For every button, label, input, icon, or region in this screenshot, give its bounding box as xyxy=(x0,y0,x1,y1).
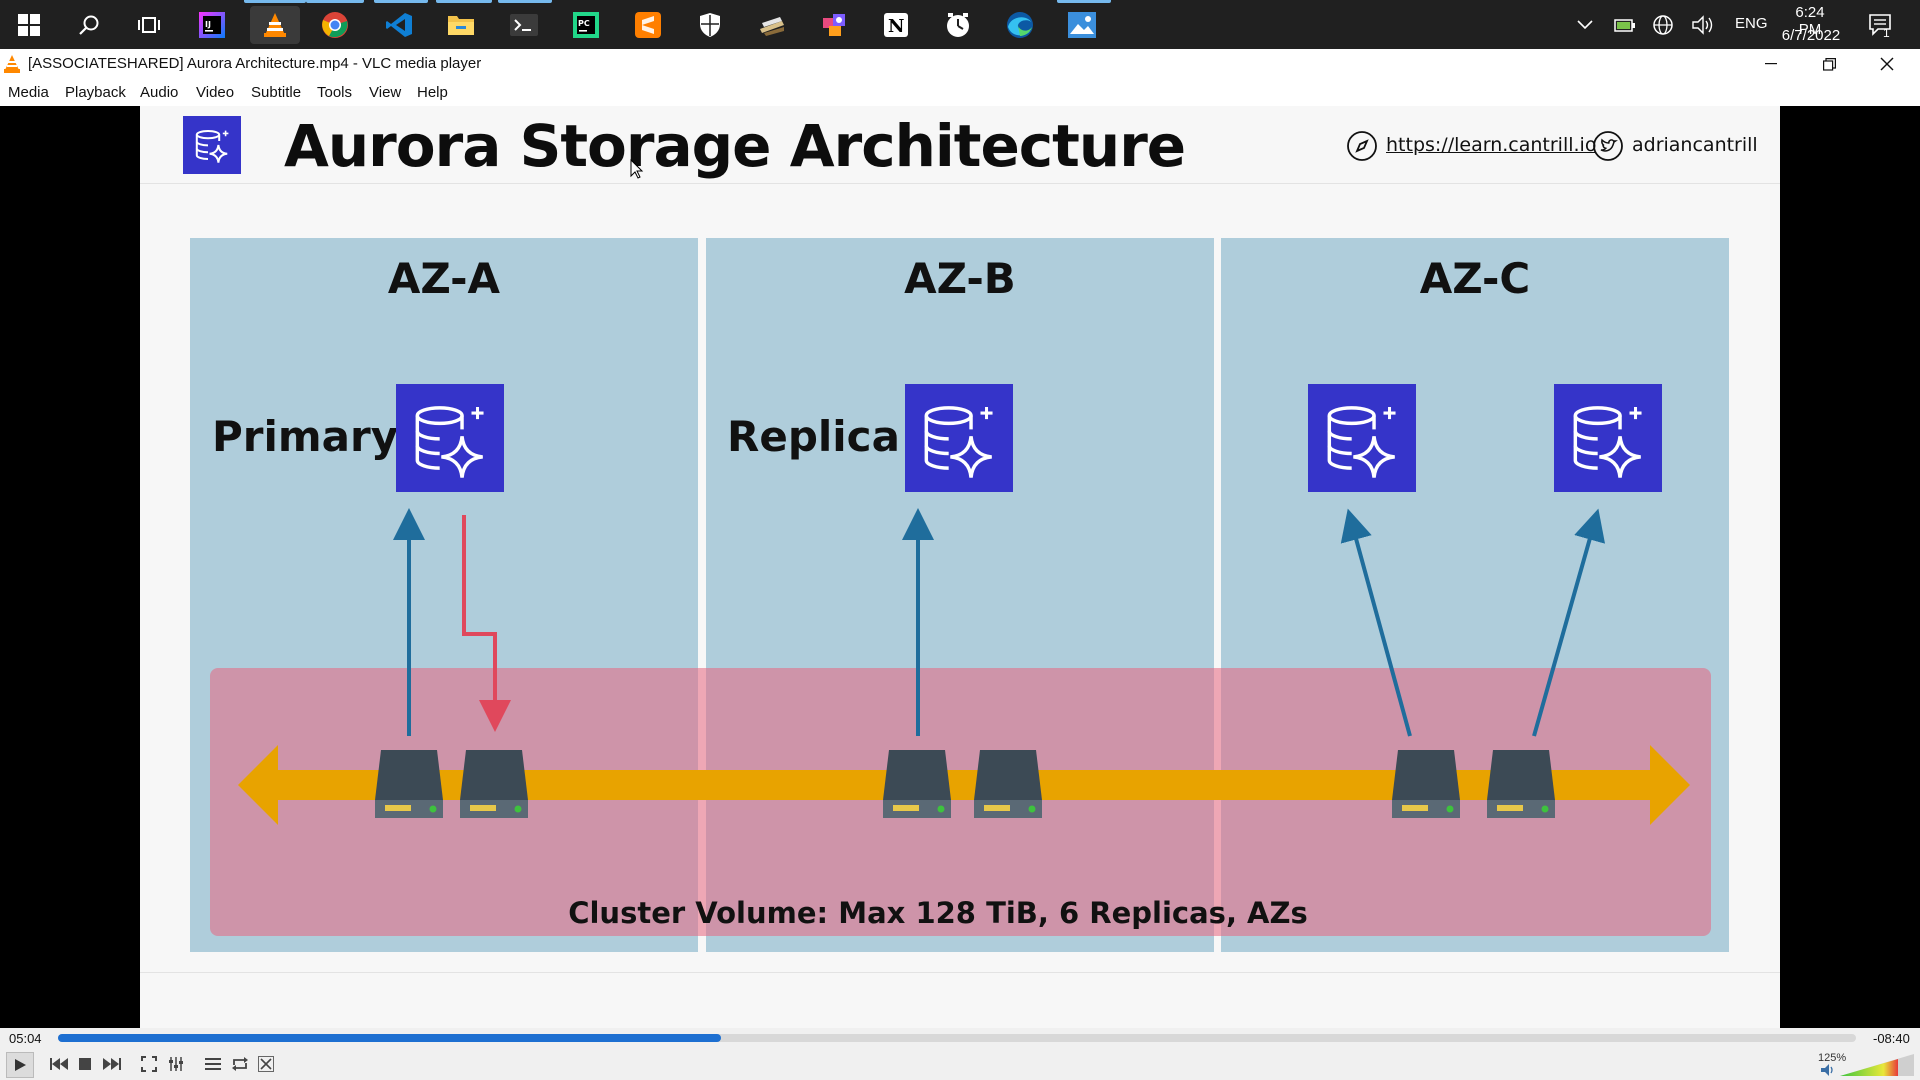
windows-start-icon[interactable] xyxy=(10,6,48,44)
svg-text:PC: PC xyxy=(578,19,590,28)
task-view-icon[interactable] xyxy=(130,6,168,44)
language-indicator[interactable]: ENG xyxy=(1735,15,1768,32)
edge-icon[interactable] xyxy=(1001,6,1039,44)
aurora-logo-icon xyxy=(183,116,241,174)
pycharm-icon[interactable]: PC xyxy=(567,6,605,44)
storage-node-icon xyxy=(883,750,951,818)
storage-node-icon xyxy=(974,750,1042,818)
clock-app-icon[interactable] xyxy=(939,6,977,44)
photos-icon[interactable] xyxy=(1063,6,1101,44)
security-icon[interactable] xyxy=(691,6,729,44)
primary-write-arrow xyxy=(462,515,511,732)
seek-bar-progress xyxy=(58,1034,721,1042)
replica-db-icon-az-c-2 xyxy=(1554,384,1662,492)
fullscreen-button[interactable] xyxy=(137,1052,161,1076)
slide-title: Aurora Storage Architecture xyxy=(284,112,1186,180)
az-a-label: AZ-A xyxy=(387,254,501,303)
window-titlebar[interactable]: [ASSOCIATESHARED] Aurora Architecture.mp… xyxy=(0,49,1920,79)
svg-text:IJ: IJ xyxy=(205,20,211,29)
storage-node-icon xyxy=(1392,750,1460,818)
vlc-active-indicator xyxy=(244,0,306,3)
az-b-label: AZ-B xyxy=(904,254,1016,303)
intellij-icon[interactable]: IJ xyxy=(193,6,231,44)
cluster-volume-label: Cluster Volume: Max 128 TiB, 6 Replicas,… xyxy=(568,896,1308,930)
terminal-active-indicator xyxy=(498,0,552,3)
volume-speaker-icon[interactable] xyxy=(1820,1062,1836,1080)
menu-bar: Media Playback Audio Video Subtitle Tool… xyxy=(0,79,1920,106)
storage-bus xyxy=(238,745,1690,825)
az-c-read-arrow-1 xyxy=(1340,508,1412,737)
menu-media[interactable]: Media xyxy=(8,84,49,101)
elapsed-time: 05:04 xyxy=(9,1031,42,1046)
globe-network-icon[interactable] xyxy=(1644,6,1682,44)
terminal-icon[interactable] xyxy=(505,6,543,44)
mouse-cursor-icon xyxy=(630,158,644,179)
window-title: [ASSOCIATESHARED] Aurora Architecture.mp… xyxy=(28,55,482,72)
clock-time[interactable]: 6:24 PM xyxy=(1795,4,1825,38)
menu-view[interactable]: View xyxy=(369,84,402,101)
search-icon[interactable] xyxy=(70,6,108,44)
chrome-icon[interactable] xyxy=(316,6,354,44)
stop-button[interactable] xyxy=(73,1052,97,1076)
twitter-icon xyxy=(1592,130,1624,166)
sublime-icon[interactable] xyxy=(629,6,667,44)
az-c-label: AZ-C xyxy=(1419,254,1531,303)
play-button[interactable] xyxy=(6,1052,34,1078)
primary-label: Primary xyxy=(212,412,399,461)
volume-level: 125% xyxy=(1818,1052,1847,1064)
storage-node-icon xyxy=(460,750,528,818)
clock-date[interactable]: 6/7/2022 xyxy=(1781,27,1841,44)
menu-playback[interactable]: Playback xyxy=(65,84,126,101)
notification-icon[interactable] xyxy=(1862,6,1900,44)
loop-button[interactable] xyxy=(228,1052,252,1076)
extended-settings-button[interactable] xyxy=(164,1052,188,1076)
svg-text:N: N xyxy=(888,16,904,37)
compass-icon xyxy=(1346,130,1378,166)
replica-label: Replica xyxy=(727,412,900,461)
storage-node-icon xyxy=(375,750,443,818)
slide-footer-divider xyxy=(140,972,1780,973)
menu-audio[interactable]: Audio xyxy=(140,84,179,101)
app-icon[interactable] xyxy=(753,6,791,44)
menu-help[interactable]: Help xyxy=(417,84,448,101)
minimize-button[interactable] xyxy=(1743,49,1799,79)
speaker-icon[interactable] xyxy=(1684,6,1722,44)
volume-slider[interactable] xyxy=(1840,1054,1914,1080)
player-controls xyxy=(0,1050,1920,1080)
vlc-app-icon xyxy=(4,55,20,77)
replica-db-icon-az-c-1 xyxy=(1308,384,1416,492)
battery-icon[interactable] xyxy=(1606,6,1644,44)
replica-db-icon xyxy=(905,384,1013,492)
app-icon-2[interactable] xyxy=(815,6,853,44)
vscode-icon[interactable] xyxy=(380,6,418,44)
file-explorer-icon[interactable] xyxy=(442,6,480,44)
chevron-up-icon[interactable] xyxy=(1566,6,1604,44)
vscode-active-indicator xyxy=(374,0,428,3)
chrome-active-indicator xyxy=(306,0,364,3)
primary-db-icon xyxy=(396,384,504,492)
shuffle-button[interactable] xyxy=(254,1052,278,1076)
menu-video[interactable]: Video xyxy=(196,84,235,101)
previous-button[interactable] xyxy=(47,1052,71,1076)
photos-active-indicator xyxy=(1057,0,1111,3)
explorer-active-indicator xyxy=(436,0,492,3)
menu-subtitle[interactable]: Subtitle xyxy=(251,84,302,101)
slide-header-divider xyxy=(140,183,1780,184)
notion-icon[interactable]: N xyxy=(877,6,915,44)
restore-button[interactable] xyxy=(1801,49,1857,79)
course-link: https://learn.cantrill.io xyxy=(1386,134,1597,156)
remaining-time[interactable]: -08:40 xyxy=(1873,1031,1910,1046)
close-button[interactable] xyxy=(1859,49,1915,79)
taskbar: IJ PC xyxy=(0,0,1920,49)
notification-count: 1 xyxy=(1883,26,1890,40)
menu-tools[interactable]: Tools xyxy=(317,84,353,101)
playlist-button[interactable] xyxy=(201,1052,225,1076)
storage-node-icon xyxy=(1487,750,1555,818)
seek-bar[interactable] xyxy=(58,1034,1856,1042)
next-button[interactable] xyxy=(100,1052,124,1076)
az-c-read-arrow-2 xyxy=(1532,508,1606,737)
vlc-icon[interactable] xyxy=(250,6,300,44)
twitter-handle: adriancantrill xyxy=(1632,134,1758,156)
